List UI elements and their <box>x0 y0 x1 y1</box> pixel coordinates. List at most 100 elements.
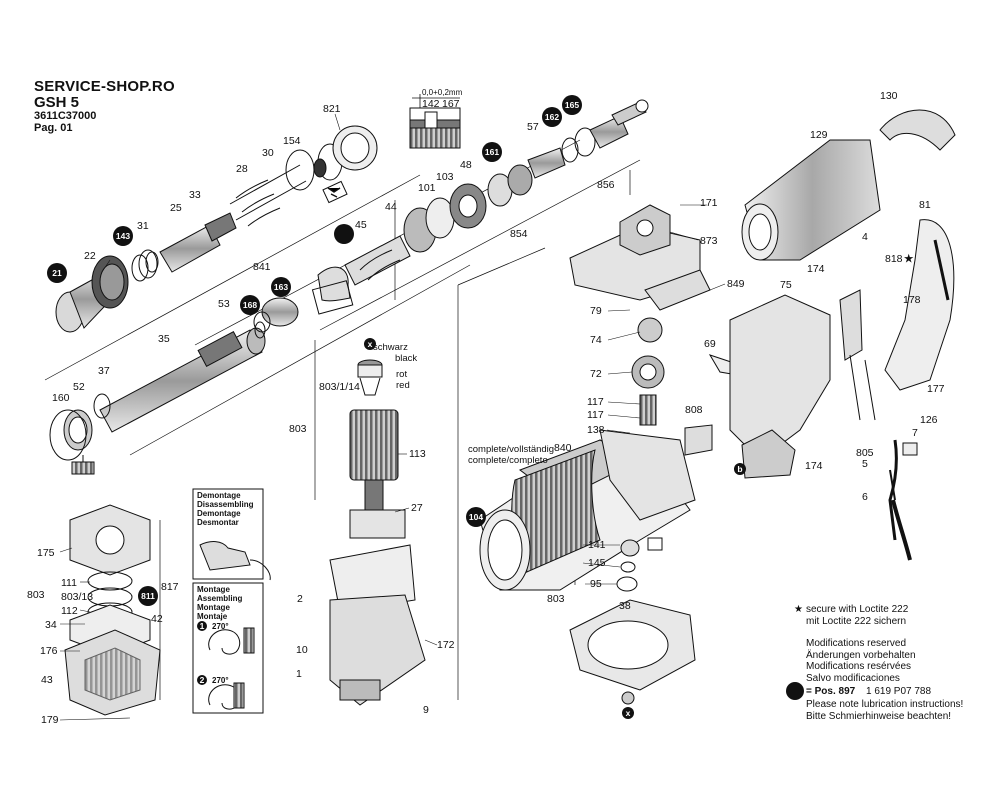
part-label: 1 <box>296 668 302 680</box>
part-label: 43 <box>41 674 53 686</box>
part-label: 112 <box>61 605 78 617</box>
part-label: 179 <box>41 714 59 726</box>
part-label: 34 <box>45 619 57 631</box>
part-label: 37 <box>98 365 110 377</box>
montage-step-1 <box>197 621 207 631</box>
montage-line: Montaje <box>197 612 228 621</box>
b-marker <box>734 463 746 475</box>
seal-detail <box>409 94 461 149</box>
notes-panel: ★secure with Loctite 222 mit Loctite 222… <box>794 604 916 684</box>
page-number: Pag. 01 <box>34 122 73 134</box>
gear-housing <box>569 204 757 456</box>
chuck-assembly <box>55 125 378 333</box>
part-label: 28 <box>236 163 248 175</box>
part-label: 81 <box>919 199 931 211</box>
part-label: 177 <box>927 383 945 395</box>
demontage-line: Demontage <box>197 491 241 500</box>
part-label: 57 <box>527 121 539 133</box>
wire-red-de: rot <box>396 369 407 380</box>
callout-21-label: 21 <box>52 268 62 278</box>
part-label: 138 <box>587 424 605 436</box>
part-label: 805 <box>856 447 874 459</box>
part-label: 803 <box>289 423 307 435</box>
lub-de: Bitte Schmierhinweise beachten! <box>806 711 952 722</box>
loctite-star: ★ <box>794 604 803 615</box>
part-label: 176 <box>40 645 58 657</box>
part-label: 27 <box>411 502 423 514</box>
wire-labels: x schwarz black rot red b x <box>364 338 746 719</box>
part-label: 126 <box>920 414 938 426</box>
callout-161-label: 161 <box>485 147 499 157</box>
part-label: 42 <box>151 613 163 625</box>
part-label: 31 <box>137 220 149 232</box>
montage-step-2-label: 2 <box>200 675 205 685</box>
callout-unnumbered <box>334 224 354 244</box>
part-label: 38 <box>619 600 631 612</box>
pos-label: = Pos. 897 <box>806 686 856 697</box>
montage-box <box>192 582 264 714</box>
part-label: 856 <box>597 179 615 191</box>
part-label: 817 <box>161 581 179 593</box>
rear-handle <box>729 109 956 541</box>
part-label: 129 <box>810 129 828 141</box>
part-label: 172 <box>437 639 455 651</box>
demontage-line: Demontage <box>197 509 241 518</box>
part-label: 154 <box>283 135 301 147</box>
shop-title: SERVICE-SHOP.RO <box>34 78 175 95</box>
part-label: 167 <box>442 98 460 110</box>
part-label: 75 <box>780 279 792 291</box>
montage-line: Montage <box>197 603 230 612</box>
demontage-text: Demontage Disassembling Demontage Desmon… <box>197 491 254 527</box>
montage-angle-2: 270° <box>212 676 229 685</box>
pos-line: = Pos. 897 1 619 P07 788 <box>806 686 931 697</box>
part-label: 803/13 <box>61 591 93 603</box>
mod-de: Änderungen vorbehalten <box>806 649 916 661</box>
part-label: 117 <box>587 396 604 408</box>
callout-143-label: 143 <box>116 231 130 241</box>
montage-step-1-label: 1 <box>200 621 205 631</box>
brush-holder <box>64 504 161 716</box>
part-label: 7 <box>912 427 918 439</box>
part-number: 3611C37000 <box>34 110 97 122</box>
wire-red-en: red <box>396 380 410 391</box>
part-label: 74 <box>590 334 602 346</box>
part-label: 174 <box>805 460 823 472</box>
part-label: 840 <box>554 442 572 454</box>
loctite-de: mit Loctite 222 sichern <box>806 615 907 627</box>
part-label: 69 <box>704 338 716 350</box>
part-label: 818 <box>885 253 903 265</box>
part-label: 849 <box>727 278 745 290</box>
callout-168-label: 168 <box>243 300 257 310</box>
part-label: 841 <box>253 261 271 273</box>
callout-162 <box>542 107 562 127</box>
montage-step-2 <box>197 675 207 685</box>
callout-168 <box>240 295 260 315</box>
part-label: 175 <box>37 547 55 559</box>
part-label: 6 <box>862 491 868 503</box>
mod-es: Salvo modificaciones <box>806 672 900 684</box>
x-marker-bottom <box>622 707 634 719</box>
part-label: 803 <box>547 593 565 605</box>
circled-callouts: 143 21 162 165 161 168 163 104 811 <box>47 95 582 606</box>
callout-163-label: 163 <box>274 282 288 292</box>
lubrication-dot-icon <box>786 682 804 700</box>
leader-lines <box>59 113 726 721</box>
part-label: 2 <box>297 593 303 605</box>
armature-field <box>329 359 426 706</box>
demontage-line: Desmontar <box>197 518 239 527</box>
gear-cover <box>569 537 696 705</box>
x-marker-top <box>364 338 376 350</box>
mod-en: Modifications reserved <box>806 638 907 649</box>
callout-161 <box>482 142 502 162</box>
callout-811 <box>138 586 158 606</box>
callout-104-label: 104 <box>469 512 483 522</box>
part-label: 25 <box>170 202 182 214</box>
part-label: 873 <box>700 235 718 247</box>
part-labels: 821 154 30 28 33 25 31 22 142 167 48 103… <box>27 90 945 726</box>
part-label: 854 <box>510 228 528 240</box>
part-label: 52 <box>73 381 85 393</box>
pos-code: 1 619 P07 788 <box>865 686 932 697</box>
guide-tube <box>49 321 266 475</box>
callout-163 <box>271 277 291 297</box>
